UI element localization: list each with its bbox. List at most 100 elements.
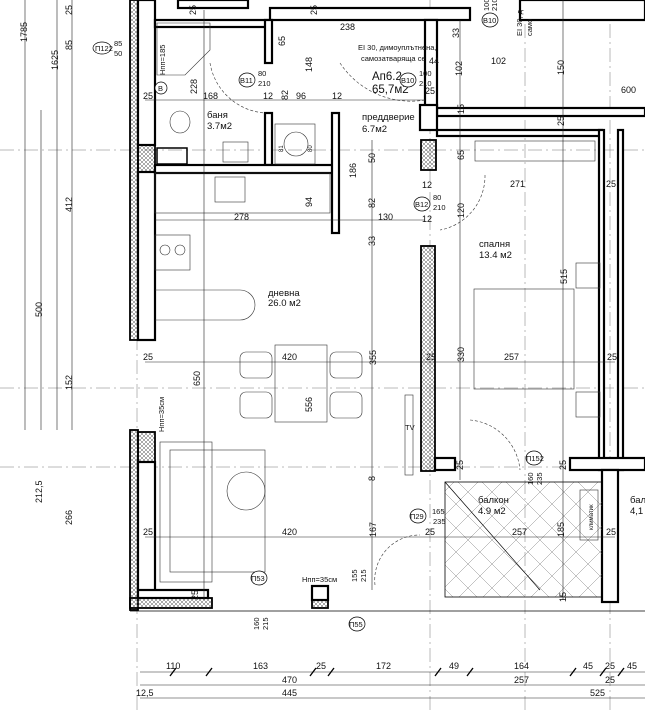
dimension-label: 45 bbox=[583, 661, 593, 671]
dimension-label: 25 bbox=[426, 352, 436, 362]
shaft-label: 80 bbox=[308, 145, 314, 152]
room-area: 26.0 м2 bbox=[268, 298, 301, 309]
dimension-label: 148 bbox=[304, 57, 314, 72]
furniture bbox=[154, 22, 601, 583]
dimension-label: 470 bbox=[282, 675, 297, 685]
dimension-label: 25 bbox=[425, 86, 435, 96]
dimensions-middle: 515 25 420 355 25 330 257 25 650 556 bbox=[143, 269, 617, 412]
door-tag-b: B bbox=[154, 81, 168, 95]
dimension-label: 164 bbox=[514, 661, 529, 671]
dimension-label: 25 bbox=[143, 352, 153, 362]
dimension-label: 12 bbox=[422, 180, 432, 190]
dimensions-left: 1785 1625 25 85 412 500 152 212,5 266 bbox=[19, 5, 74, 525]
dimension-label: 44 bbox=[429, 56, 439, 66]
apartment-label: Ап6.2 65,7м2 bbox=[372, 71, 409, 96]
door-tag-p152: П152 160 235 bbox=[525, 450, 544, 485]
dimension-lines bbox=[24, 0, 645, 699]
room-name: преддверие bbox=[362, 112, 415, 123]
door-width: 100 bbox=[482, 0, 491, 11]
dimension-label: 500 bbox=[34, 302, 44, 317]
dimension-label: 1785 bbox=[19, 22, 29, 42]
dimensions-lower: 8 25 25 25 257 185 25 25 420 167 25 15 bbox=[143, 460, 616, 602]
dimension-label: 152 bbox=[64, 375, 74, 390]
door-width: 160 bbox=[526, 472, 535, 485]
dimension-label: 271 bbox=[510, 179, 525, 189]
dimensions-bottom: 110 163 25 172 49 164 45 25 45 470 257 2… bbox=[136, 661, 637, 698]
dimension-label: 25 bbox=[425, 527, 435, 537]
note-line: EI 30, димоуплътнена, bbox=[358, 43, 437, 52]
tag-label: П53 bbox=[251, 574, 265, 583]
dimension-label: 25 bbox=[455, 460, 465, 470]
door-tag-p122: П122 85 50 bbox=[92, 39, 122, 58]
dimension-label: 25 bbox=[316, 661, 326, 671]
door-width: 80 bbox=[433, 193, 441, 202]
dimension-label: 238 bbox=[340, 22, 355, 32]
dimension-label: 330 bbox=[456, 347, 466, 362]
door-tag-b10: B10 100 210 bbox=[399, 69, 432, 88]
dimension-label: 556 bbox=[304, 397, 314, 412]
door-tag-b10-top: B10 100 210 bbox=[481, 0, 499, 28]
dimension-label: 12,5 bbox=[136, 688, 154, 698]
dimension-label: 25 bbox=[558, 460, 568, 470]
door-height: 50 bbox=[114, 49, 122, 58]
tag-label: B bbox=[158, 84, 163, 93]
room-balcony: балкон 4.9 м2 bbox=[478, 495, 509, 517]
shower-height-label: Нпп=185 bbox=[158, 45, 167, 75]
door-height: 210 bbox=[419, 79, 432, 88]
room-bedroom: спалня 13.4 м2 bbox=[479, 239, 512, 261]
dimension-label: 355 bbox=[368, 350, 378, 365]
dimension-label: 65 bbox=[456, 150, 466, 160]
dimension-label: 25 bbox=[64, 5, 74, 15]
air-conditioner bbox=[579, 489, 599, 541]
tag-label: B12 bbox=[415, 200, 428, 209]
balcony-floor bbox=[444, 481, 603, 598]
sill-height-label: Нпп=35см bbox=[302, 575, 337, 584]
note-line: само bbox=[525, 19, 534, 36]
door-height: 215 bbox=[359, 569, 368, 582]
room-area: 3.7м2 bbox=[207, 121, 232, 132]
room-living: дневна 26.0 м2 bbox=[268, 288, 301, 309]
dimension-label: 228 bbox=[189, 79, 199, 94]
walls bbox=[129, 0, 645, 612]
dimension-label: 172 bbox=[376, 661, 391, 671]
apartment-area: 65,7м2 bbox=[372, 84, 409, 96]
door-tag-b12: B12 80 210 bbox=[413, 193, 446, 212]
tag-label: B11 bbox=[240, 76, 253, 85]
door-height: 235 bbox=[535, 472, 544, 485]
door-swings bbox=[209, 62, 521, 586]
dimension-label: 212,5 bbox=[34, 480, 44, 503]
dimension-label: 102 bbox=[491, 56, 506, 66]
dimension-label: 49 bbox=[449, 661, 459, 671]
door-height: 210 bbox=[433, 203, 446, 212]
door-tag-p53: П53 160 215 bbox=[250, 570, 270, 630]
dimension-label: 515 bbox=[559, 269, 569, 284]
dimension-label: 25 bbox=[605, 675, 615, 685]
tv-label: TV bbox=[405, 423, 415, 432]
dimension-label: 12 bbox=[332, 91, 342, 101]
dimension-label: 278 bbox=[234, 212, 249, 222]
dimension-label: 186 bbox=[348, 163, 358, 178]
tag-label: П152 bbox=[526, 454, 544, 463]
dimension-label: 82 bbox=[280, 90, 290, 100]
room-name: дневна bbox=[268, 288, 300, 299]
dimension-label: 25 bbox=[190, 590, 200, 600]
note-line: самозатваряща се bbox=[361, 54, 426, 63]
dimension-label: 266 bbox=[64, 510, 74, 525]
door-height: 235 bbox=[433, 517, 446, 526]
dimension-label: 25 bbox=[606, 179, 616, 189]
dimensions-top: 25 25 238 65 148 82 228 168 12 96 12 25 … bbox=[143, 5, 636, 246]
door-tag-p29: П29 165 235 bbox=[409, 507, 446, 526]
room-balcony-next: бал 4,1 bbox=[630, 495, 645, 517]
dimension-label: 65 bbox=[277, 36, 287, 46]
room-name: бал bbox=[630, 495, 645, 506]
dimension-label: 33 bbox=[451, 28, 461, 38]
dimension-label: 25 bbox=[188, 5, 198, 15]
dimension-label: 412 bbox=[64, 197, 74, 212]
dimension-label: 25 bbox=[309, 5, 319, 15]
dimension-label: 420 bbox=[282, 352, 297, 362]
dimension-label: 25 bbox=[607, 352, 617, 362]
dimension-label: 85 bbox=[64, 40, 74, 50]
note-line: EI 30, д bbox=[515, 9, 524, 36]
door-width: 160 bbox=[252, 617, 261, 630]
